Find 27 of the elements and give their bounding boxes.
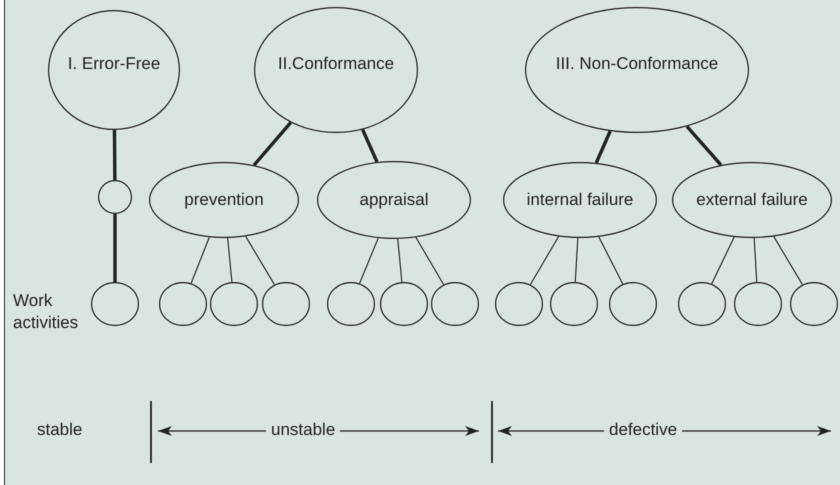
connector-line	[415, 237, 444, 285]
connector-line	[112, 130, 117, 180]
node-label: internal failure	[526, 190, 634, 210]
connector-line	[397, 238, 402, 282]
connector-line	[594, 130, 612, 164]
connector-line	[686, 125, 722, 166]
connector-line	[598, 236, 624, 284]
connector-line	[227, 238, 232, 282]
node-label: I. Error-Free	[68, 54, 160, 74]
connector-line	[113, 214, 117, 282]
node-label: prevention	[184, 190, 264, 210]
range-label: stable	[37, 420, 82, 440]
connector-line	[252, 121, 292, 166]
connector-line	[773, 236, 803, 285]
row-label: Work activities	[13, 290, 80, 334]
connector-line	[574, 238, 578, 282]
connector-line	[754, 238, 758, 282]
connector-line	[245, 236, 275, 285]
connector-line	[361, 128, 379, 163]
connector-line	[190, 237, 210, 284]
connector-line	[530, 236, 560, 285]
connector-line	[359, 238, 379, 284]
node-label: III. Non-Conformance	[556, 54, 718, 74]
node-label: appraisal	[360, 190, 428, 210]
connector-line	[711, 236, 735, 284]
node-label: II.Conformance	[278, 54, 394, 74]
node-label: external failure	[696, 190, 808, 210]
